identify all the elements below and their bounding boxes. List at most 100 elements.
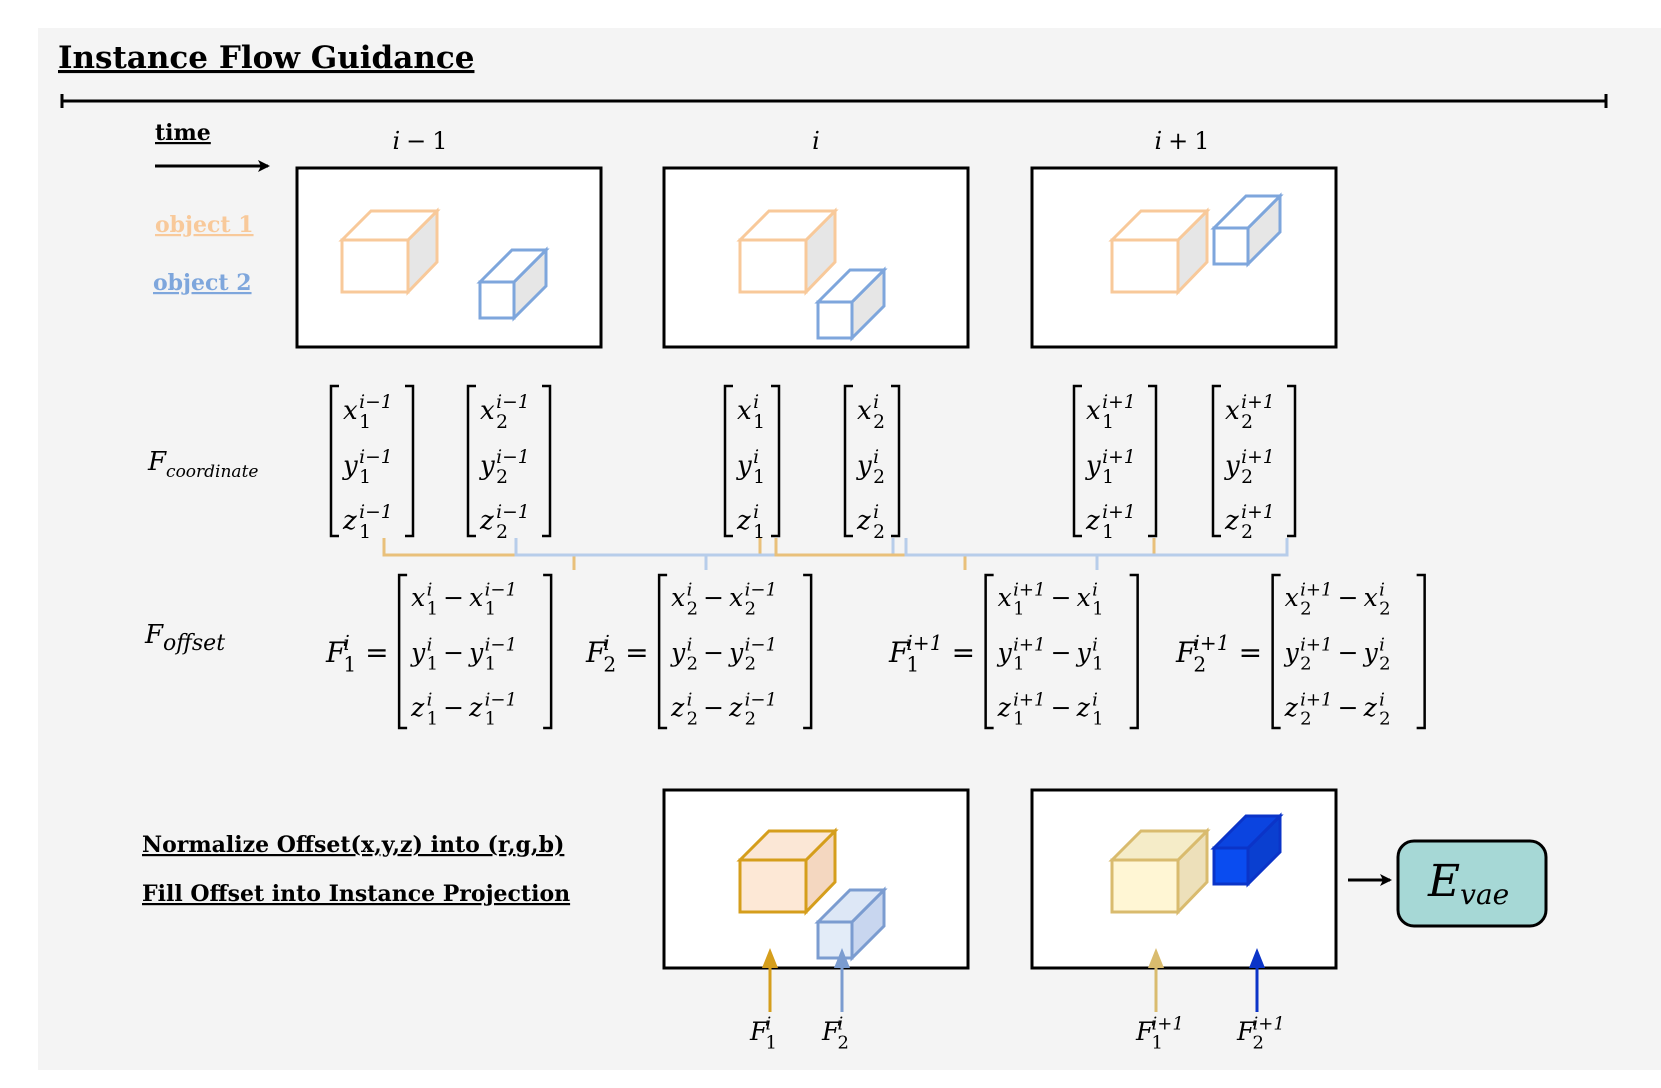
svg-text:i−1: i−1 (496, 502, 530, 523)
svg-text:2: 2 (496, 412, 508, 433)
svg-text:2: 2 (687, 599, 698, 620)
svg-text:x: x (737, 396, 752, 426)
svg-text:i+1: i+1 (1102, 502, 1136, 523)
cube-object2-frame-current (814, 266, 888, 342)
frame-label-prev: i−1 (392, 127, 447, 155)
svg-text:1: 1 (753, 522, 765, 543)
svg-text:i: i (753, 392, 759, 413)
svg-text:i: i (1379, 580, 1385, 601)
svg-text:y: y (1363, 638, 1379, 667)
svg-text:x: x (1086, 396, 1101, 426)
svg-text:i: i (1379, 690, 1385, 711)
svg-text:2: 2 (687, 709, 698, 730)
svg-text:2: 2 (1253, 1033, 1264, 1054)
svg-text:2: 2 (745, 654, 756, 675)
filled-cube-object2-next (1210, 812, 1284, 888)
cube-object2-frame-next (1210, 192, 1284, 268)
svg-text:1: 1 (766, 1033, 777, 1054)
encoder-label: Evae (1427, 856, 1509, 911)
svg-text:i+1: i+1 (1193, 631, 1229, 655)
step-fill: Fill Offset into Instance Projection (142, 881, 570, 907)
svg-text:1: 1 (1092, 709, 1103, 730)
offset-lhs: Fi+12 (1175, 631, 1230, 676)
svg-text:x: x (480, 396, 495, 426)
svg-text:1: 1 (1013, 599, 1024, 620)
svg-text:1: 1 (427, 599, 438, 620)
svg-text:x: x (343, 396, 358, 426)
offset-lhs: Fi+11 (888, 631, 943, 676)
svg-text:i+1: i+1 (1241, 502, 1275, 523)
svg-text:x: x (1364, 583, 1378, 612)
svg-text:2: 2 (1379, 709, 1390, 730)
svg-text:F: F (821, 1017, 841, 1046)
svg-text:=: = (365, 636, 388, 669)
svg-text:i−1: i−1 (496, 447, 530, 468)
svg-text:y: y (997, 638, 1013, 667)
offset-arrow: Fi+11 (1135, 948, 1184, 1054)
svg-text:1: 1 (359, 522, 371, 543)
svg-text:2: 2 (1379, 654, 1390, 675)
svg-text:2: 2 (1300, 654, 1311, 675)
svg-text:x: x (1077, 583, 1091, 612)
svg-text:2: 2 (1241, 412, 1253, 433)
svg-text:i+1: i+1 (1102, 447, 1136, 468)
svg-text:i+1: i+1 (1253, 1014, 1285, 1035)
svg-text:x: x (1225, 396, 1240, 426)
offset-arrow: Fi2 (821, 948, 850, 1054)
svg-text:F: F (1175, 636, 1197, 669)
svg-text:F: F (325, 636, 347, 669)
svg-text:2: 2 (1241, 522, 1253, 543)
svg-text:1: 1 (1102, 522, 1114, 543)
svg-text:i−1: i−1 (359, 447, 393, 468)
svg-text:−: − (1338, 693, 1359, 722)
svg-text:−: − (1051, 693, 1072, 722)
svg-text:1: 1 (1152, 1033, 1163, 1054)
svg-text:−: − (703, 693, 724, 722)
svg-text:z: z (479, 506, 494, 536)
svg-text:2: 2 (1379, 599, 1390, 620)
svg-text:z: z (856, 506, 871, 536)
svg-text:1: 1 (1092, 599, 1103, 620)
svg-text:i+1: i+1 (1013, 690, 1045, 711)
svg-text:i+1: i+1 (1013, 635, 1045, 656)
filled-cube-object1-current (736, 827, 839, 916)
svg-text:1: 1 (485, 599, 496, 620)
svg-text:i−1: i−1 (485, 580, 517, 601)
offset-lhs: Fi1 (325, 631, 356, 676)
svg-text:y: y (342, 451, 358, 481)
svg-text:i−1: i−1 (745, 690, 777, 711)
svg-text:y: y (410, 638, 426, 667)
svg-text:y: y (856, 451, 872, 481)
svg-text:x: x (411, 583, 425, 612)
svg-text:y: y (468, 638, 484, 667)
cube-object1-frame-current (736, 207, 839, 296)
svg-text:y: y (1085, 451, 1101, 481)
row-label-offset: Foffset (144, 620, 225, 656)
cube-object2-frame-prev (476, 246, 550, 322)
svg-text:F: F (1135, 1017, 1155, 1046)
svg-text:i−1: i−1 (485, 635, 517, 656)
svg-text:i−1: i−1 (745, 580, 777, 601)
svg-text:i: i (753, 447, 759, 468)
svg-text:1: 1 (1102, 467, 1114, 488)
